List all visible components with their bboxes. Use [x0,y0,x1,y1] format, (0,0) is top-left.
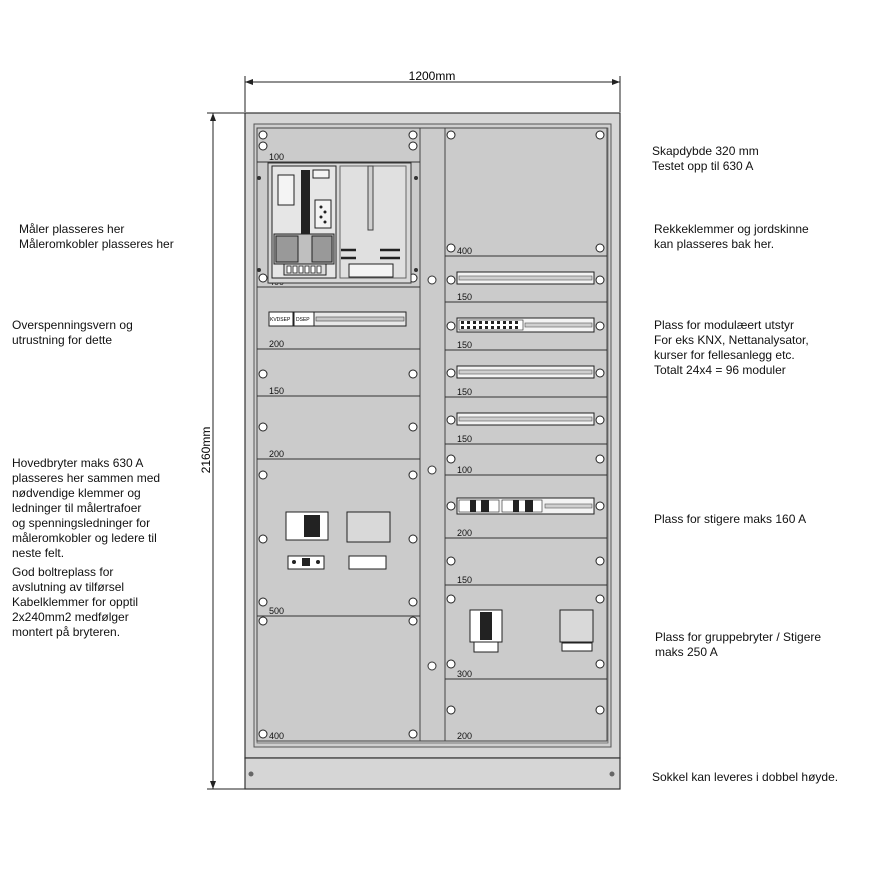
main-switch [285,511,391,570]
panel-height-label: 200 [269,339,284,349]
panel-height-label: 200 [457,731,472,741]
plinth [244,757,621,790]
note-risers: Plass for stigere maks 160 A [654,512,807,526]
width-dimension [244,76,621,112]
right-panels [445,255,607,680]
note-plinth: Sokkel kan leveres i dobbel høyde. [652,770,839,784]
right-panel-labels: 400 150 150 150 150 100 200 150 300 200 [457,246,472,741]
spd-label: DSEP [296,317,310,323]
panel-height-label: 150 [269,386,284,396]
din-rails [456,271,595,426]
panel-height-label: 150 [457,292,472,302]
group-switch [469,609,594,653]
panel-height-label: 200 [269,449,284,459]
panel-height-label: 500 [269,606,284,616]
middle-divider [419,127,446,742]
panel-height-label: 300 [457,669,472,679]
panel-height-label: 400 [269,731,284,741]
surge-protection-rail [268,311,407,327]
spd-label: KVDSEP [270,317,291,323]
panel-height-label: 200 [457,528,472,538]
height-label: 2160mm [199,427,213,474]
panel-height-label: 150 [457,575,472,585]
panel-height-label: 100 [457,465,472,475]
left-panels [257,161,420,617]
height-dimension [207,112,245,790]
panel-height-label: 400 [457,246,472,256]
panel-height-label: 150 [457,434,472,444]
width-label: 1200mm [409,69,456,83]
panel-height-label: 150 [457,387,472,397]
panel-height-label: 150 [457,340,472,350]
panel-height-label: 100 [269,152,284,162]
panel-screws [258,130,605,739]
riser-fuses [456,497,595,515]
meter-section [257,162,418,284]
